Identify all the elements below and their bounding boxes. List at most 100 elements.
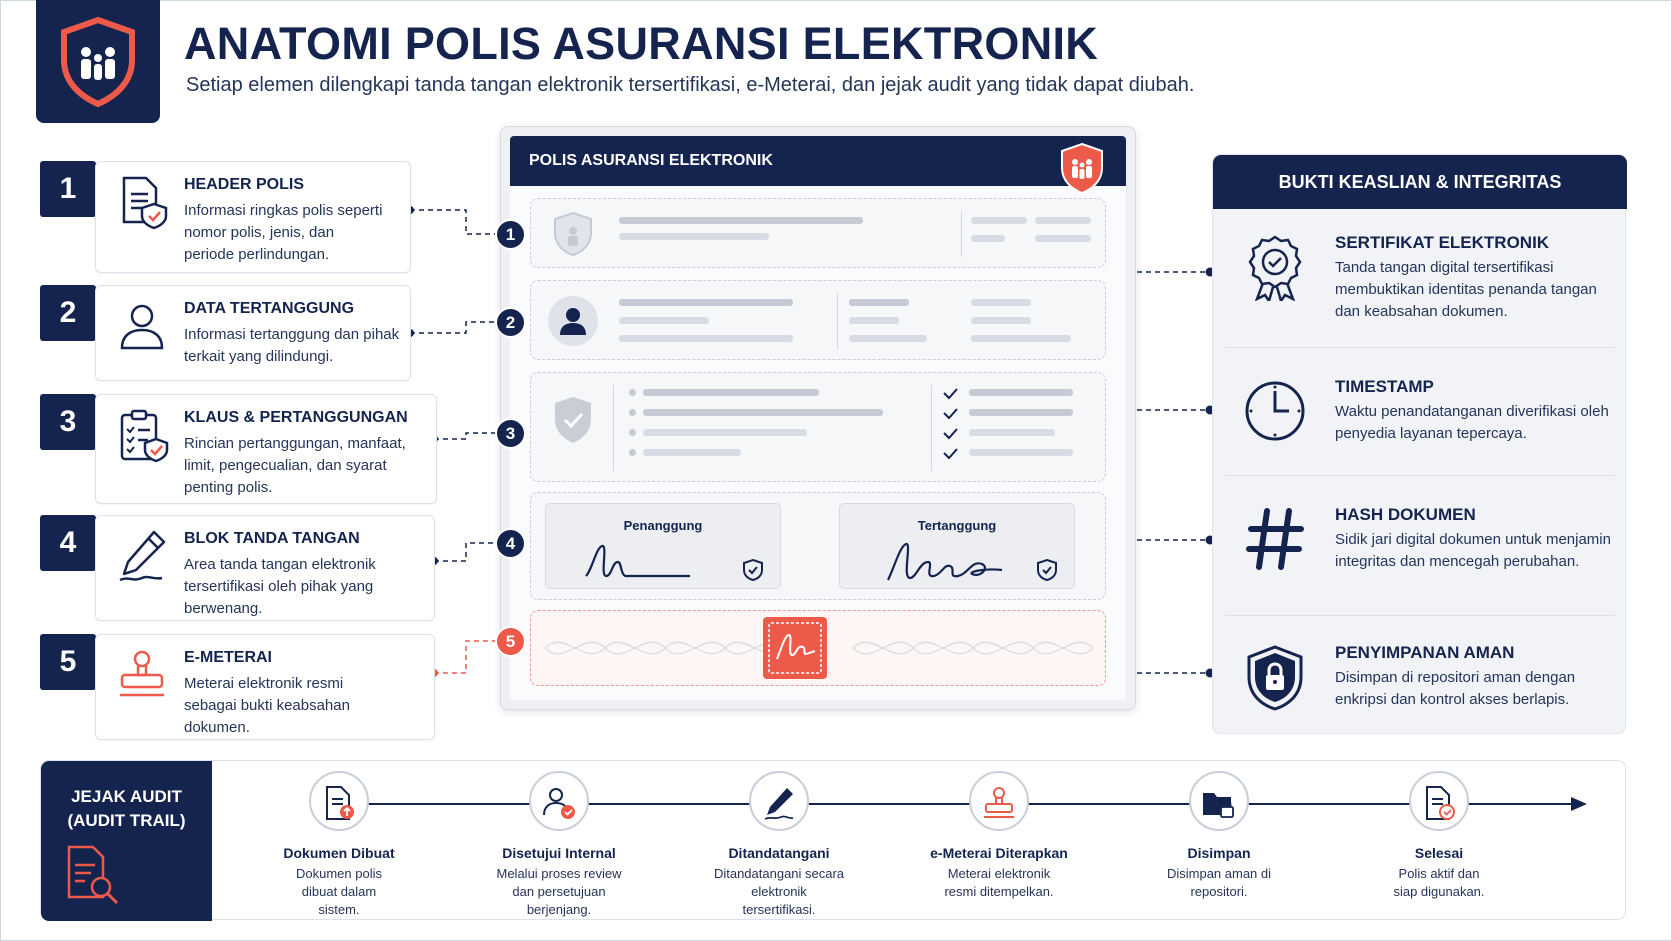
step-card: E-METERAI Meterai elektronik resmi sebag… — [95, 634, 435, 740]
shield-check-icon — [555, 397, 591, 443]
page-subtitle: Setiap elemen dilengkapi tanda tangan el… — [186, 74, 1195, 96]
audit-step-desc: Dokumen polis dibuat dalam sistem. — [296, 866, 382, 917]
proof-panel-title: BUKTI KEASLIAN & INTEGRITAS — [1213, 155, 1627, 209]
proof-item-title: TIMESTAMP — [1335, 377, 1434, 396]
document-search-icon — [67, 845, 119, 905]
document-header-bar: POLIS ASURANSI ELEKTRONIK — [510, 136, 1126, 194]
step-desc: Meterai elektronik resmi sebagai bukti k… — [184, 675, 350, 736]
audit-step-desc: Polis aktif dan siap digunakan. — [1393, 866, 1485, 899]
step-title: HEADER POLIS — [184, 176, 305, 193]
document-section-header — [530, 198, 1106, 268]
document-check-icon — [1426, 786, 1455, 820]
signer-label: Tertanggung — [917, 518, 997, 533]
step-number: 1 — [40, 161, 96, 217]
step-number: 5 — [40, 634, 96, 690]
audit-step-name: Dokumen Dibuat — [283, 845, 395, 861]
clipboard-checklist-icon — [120, 409, 169, 463]
step-number: 3 — [40, 394, 96, 450]
proof-panel: BUKTI KEASLIAN & INTEGRITAS SERTIFIKAT E… — [1212, 154, 1627, 734]
audit-step-desc: Meterai elektronik resmi ditempelkan. — [944, 866, 1054, 899]
proof-item-desc: Disimpan di repositori aman dengan enkri… — [1335, 669, 1576, 708]
step-card: HEADER POLIS Informasi ringkas polis sep… — [95, 161, 411, 273]
proof-item-title: HASH DOKUMEN — [1335, 505, 1476, 524]
audit-step-name: Selesai — [1414, 845, 1464, 861]
audit-step-name: Disimpan — [1187, 845, 1251, 861]
callout-5: 5 — [495, 626, 526, 657]
shield-lock-icon — [1247, 645, 1303, 711]
insurance-shield-icon — [1061, 142, 1103, 194]
step-desc: Area tanda tangan elektronik tersertifik… — [184, 556, 376, 617]
signature-icon — [585, 544, 690, 578]
document-section-signatures: Penanggung Tertanggung — [530, 492, 1106, 600]
document-section-clauses — [530, 372, 1106, 482]
step-title: E-METERAI — [184, 649, 272, 666]
folder-lock-icon — [1203, 793, 1234, 818]
divider — [1225, 347, 1615, 348]
logo — [36, 0, 160, 123]
callout-2: 2 — [495, 307, 526, 338]
step-number: 2 — [40, 285, 96, 341]
family-shield-icon — [61, 16, 135, 107]
page-title: ANATOMI POLIS ASURANSI ELEKTRONIK — [184, 18, 1099, 69]
pen-sign-icon — [764, 788, 794, 820]
audit-step-name: Disetujui Internal — [502, 845, 616, 861]
callout-1: 1 — [495, 219, 526, 250]
step-desc: Informasi tertanggung dan pihak terkait … — [184, 326, 400, 365]
callout-3: 3 — [495, 418, 526, 449]
step-card: KLAUS & PERTANGGUNGAN Rincian pertanggun… — [95, 394, 437, 504]
audit-title-line1: JEJAK AUDIT — [71, 787, 182, 806]
step-desc: Rincian pertanggungan, manfaat, limit, p… — [184, 435, 406, 496]
avatar-icon — [548, 296, 598, 346]
policy-document-sheet: POLIS ASURANSI ELEKTRONIK — [510, 136, 1126, 700]
ornament-pattern — [545, 641, 1093, 655]
timeline-arrow-icon — [1571, 797, 1587, 811]
document-shield-icon — [122, 176, 168, 230]
hash-icon — [1246, 508, 1304, 570]
step-desc: Informasi ringkas polis seperti nomor po… — [184, 202, 383, 263]
audit-step-desc: Disimpan aman di repositori. — [1166, 866, 1272, 899]
signature-box-insurer: Penanggung — [545, 503, 781, 589]
proof-item-desc: Waktu penandatanganan diverifikasi oleh … — [1335, 403, 1609, 442]
proof-item-desc: Tanda tangan digital tersertifikasi memb… — [1335, 259, 1597, 320]
step-card: BLOK TANDA TANGAN Area tanda tangan elek… — [95, 515, 435, 621]
certificate-badge-icon — [1248, 235, 1302, 301]
divider — [1225, 475, 1615, 476]
audit-step-name: Ditandatangani — [728, 845, 830, 861]
shield-check-icon — [1037, 558, 1057, 582]
audit-step-desc: Ditandatangani secara elektronik tersert… — [713, 866, 845, 917]
timeline-line — [337, 803, 1577, 805]
stamp-icon — [984, 787, 1014, 818]
person-icon — [120, 304, 164, 350]
signer-label: Penanggung — [623, 518, 703, 533]
step-number: 4 — [40, 515, 96, 571]
user-check-icon — [543, 788, 575, 819]
signature-icon — [887, 542, 1003, 581]
divider — [1225, 615, 1615, 616]
document-section-insured — [530, 280, 1106, 360]
proof-item-title: PENYIMPANAN AMAN — [1335, 643, 1515, 662]
clock-icon — [1245, 381, 1305, 441]
e-meterai-stamp-icon — [763, 617, 827, 679]
shield-check-icon — [743, 558, 763, 582]
checklist-icon — [943, 388, 958, 460]
callout-4: 4 — [495, 528, 526, 559]
step-title: BLOK TANDA TANGAN — [184, 530, 360, 547]
step-card: DATA TERTANGGUNG Informasi tertanggung d… — [95, 285, 411, 381]
audit-step-desc: Melalui proses review dan persetujuan be… — [496, 866, 622, 917]
audit-title-line2: (AUDIT TRAIL) — [67, 811, 186, 830]
step-title: KLAUS & PERTANGGUNGAN — [184, 409, 408, 426]
pen-icon — [119, 530, 166, 582]
document-section-e-meterai — [530, 610, 1106, 686]
stamp-icon — [120, 650, 164, 697]
shield-placeholder-icon — [554, 211, 592, 257]
document-title: POLIS ASURANSI ELEKTRONIK — [529, 152, 773, 169]
proof-item-title: SERTIFIKAT ELEKTRONIK — [1335, 233, 1550, 252]
audit-trail-label: JEJAK AUDIT (AUDIT TRAIL) — [41, 761, 212, 921]
audit-trail: JEJAK AUDIT (AUDIT TRAIL) Dokumen Dibuat… — [40, 760, 1626, 921]
proof-item-desc: Sidik jari digital dokumen untuk menjami… — [1335, 531, 1611, 570]
policy-document: POLIS ASURANSI ELEKTRONIK — [500, 126, 1136, 710]
document-upload-icon — [326, 786, 354, 820]
audit-step-name: e-Meterai Diterapkan — [930, 845, 1068, 861]
step-title: DATA TERTANGGUNG — [184, 300, 355, 317]
signature-box-insured: Tertanggung — [839, 503, 1075, 589]
